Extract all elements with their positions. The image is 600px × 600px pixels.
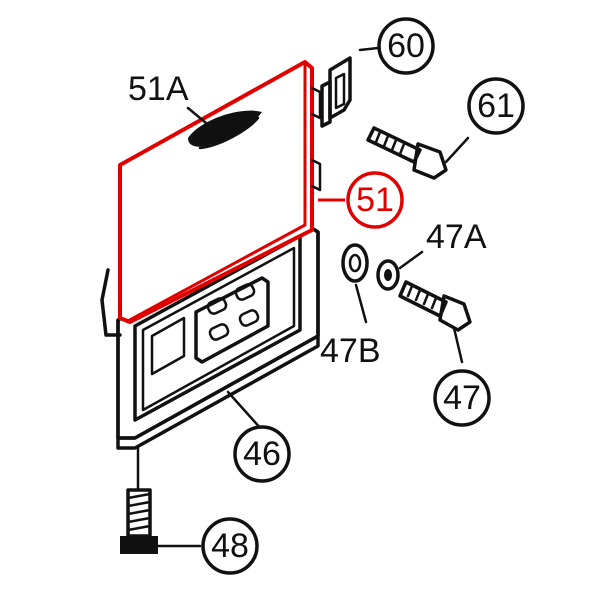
clip-60	[320, 46, 380, 128]
callout-48-number: 48	[211, 527, 249, 565]
plate-51-highlighted	[118, 60, 345, 324]
callout-51: 51	[346, 171, 404, 229]
bolt-61	[366, 126, 470, 180]
callout-47: 47	[433, 369, 491, 427]
callout-60-number: 60	[387, 27, 425, 65]
washer-47A	[376, 250, 424, 291]
callout-46: 46	[233, 425, 291, 483]
label-51A: 51A	[128, 70, 189, 108]
callout-48: 48	[201, 517, 259, 575]
label-47A: 47A	[426, 218, 487, 256]
callout-46-number: 46	[243, 435, 281, 473]
washer-47B	[341, 243, 369, 324]
bolt-47	[398, 280, 472, 364]
callout-61-number: 61	[477, 87, 515, 125]
bolt-48	[120, 446, 202, 554]
callout-61: 61	[467, 77, 525, 135]
callout-60: 60	[377, 17, 435, 75]
callout-47-number: 47	[443, 379, 481, 417]
label-47B: 47B	[320, 332, 381, 370]
callout-51-number: 51	[356, 181, 394, 219]
